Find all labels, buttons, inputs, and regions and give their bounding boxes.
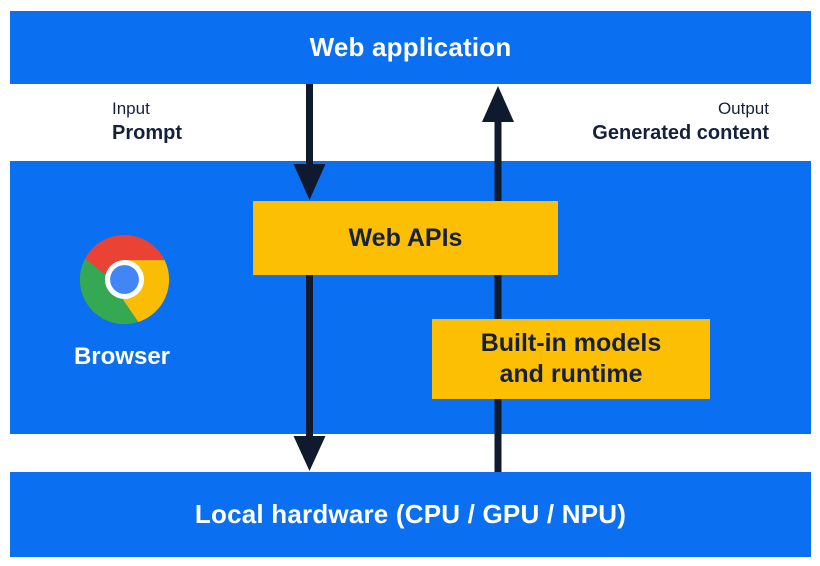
input-value: Prompt — [112, 122, 182, 144]
web-apis-label: Web APIs — [348, 223, 463, 252]
builtin-models-label-line1: Built-in models — [480, 329, 662, 357]
chrome-browser-icon — [78, 233, 171, 326]
output-label-group: Output Generated content — [592, 97, 769, 146]
browser-label: Browser — [73, 343, 171, 370]
down-arrow-webapp-to-webapis — [293, 84, 326, 200]
local-hardware-label: Local hardware (CPU / GPU / NPU) — [194, 499, 627, 529]
up-arrow-hardware-to-webapp — [482, 86, 514, 472]
builtin-models-label-line2: and runtime — [499, 360, 643, 388]
web-apis-box: Web APIs — [253, 201, 558, 275]
output-value: Generated content — [592, 122, 769, 144]
output-title: Output — [717, 99, 769, 118]
web-application-label: Web application — [309, 32, 512, 62]
input-title: Input — [112, 99, 150, 118]
local-hardware-bar: Local hardware (CPU / GPU / NPU) — [10, 472, 811, 557]
builtin-models-box: Built-in models and runtime — [432, 319, 710, 399]
down-arrow-webapis-to-hardware — [293, 275, 326, 471]
input-label-group: Input Prompt — [112, 97, 182, 146]
web-application-bar: Web application — [10, 11, 811, 84]
